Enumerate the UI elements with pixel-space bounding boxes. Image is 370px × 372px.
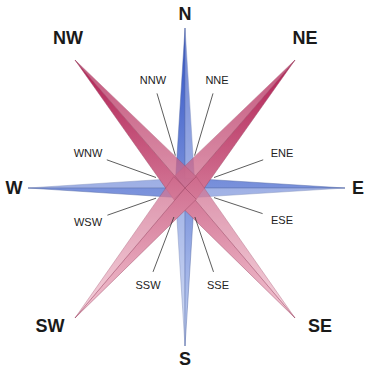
direction-label: ESE [271,215,293,226]
direction-label: NNE [205,75,228,86]
direction-label: NW [53,29,83,47]
direction-label: E [352,179,364,197]
direction-label: S [179,350,191,368]
direction-label: N [179,5,192,23]
direction-label: SSW [135,280,160,291]
direction-label: ENE [271,148,294,159]
direction-label: NE [292,29,317,47]
intercardinal-points [75,60,295,318]
direction-label: SE [308,317,332,335]
leader-lines [107,93,263,272]
cardinal-points [28,28,345,346]
direction-label: NNW [140,75,166,86]
direction-label: W [6,179,23,197]
direction-label: WSW [74,217,102,228]
direction-label: SW [36,317,65,335]
direction-label: WNW [74,148,103,159]
direction-label: SSE [207,280,229,291]
